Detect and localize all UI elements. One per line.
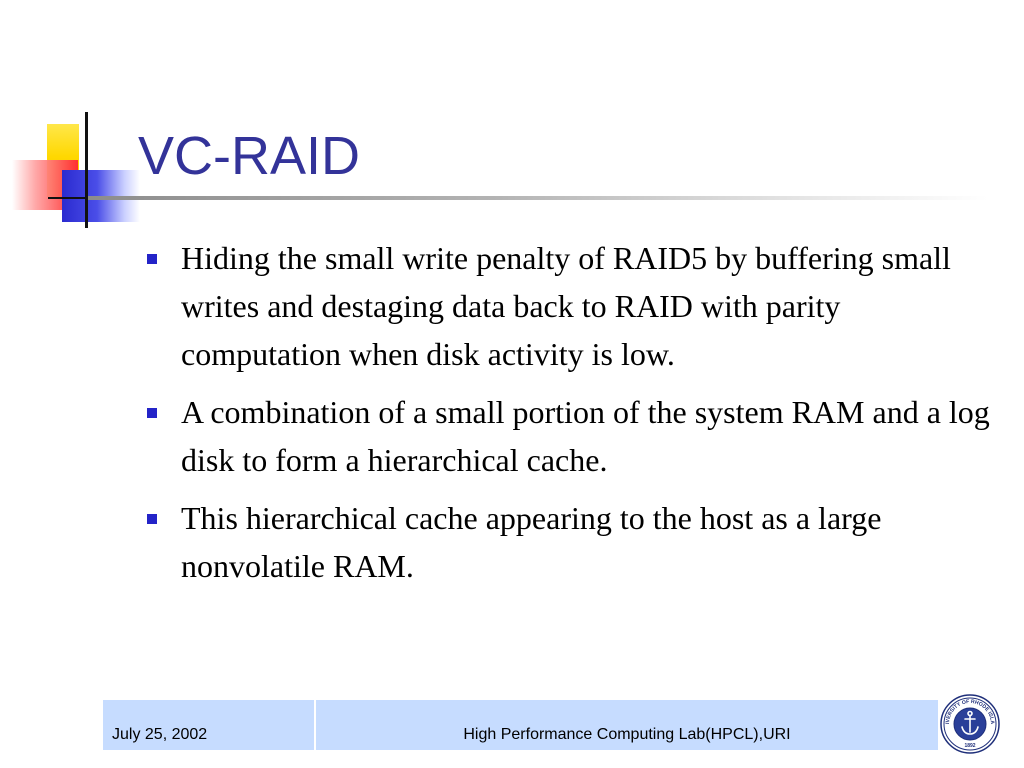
bullet-item: A combination of a small portion of the … (143, 388, 993, 484)
footer-bar (103, 700, 938, 750)
seal-year: 1892 (964, 743, 975, 749)
footer-divider (314, 700, 316, 750)
square-bullet-icon (147, 514, 157, 524)
bullet-item: This hierarchical cache appearing to the… (143, 494, 993, 590)
footer-date: July 25, 2002 (112, 726, 208, 743)
bullet-text: Hiding the small write penalty of RAID5 … (181, 240, 951, 372)
square-bullet-icon (147, 254, 157, 264)
title-underline-rule (88, 196, 988, 200)
bullet-list: Hiding the small write penalty of RAID5 … (143, 234, 993, 600)
bullet-item: Hiding the small write penalty of RAID5 … (143, 234, 993, 378)
bullet-text: A combination of a small portion of the … (181, 394, 990, 478)
square-bullet-icon (147, 408, 157, 418)
decorative-vertical-line (85, 112, 88, 228)
slide-title: VC-RAID (138, 126, 361, 186)
university-seal-icon: UNIVERSITY OF RHODE ISLAND 1892 (940, 694, 1000, 754)
footer-center-text: High Performance Computing Lab(HPCL),URI (463, 726, 791, 743)
bullet-text: This hierarchical cache appearing to the… (181, 500, 882, 584)
